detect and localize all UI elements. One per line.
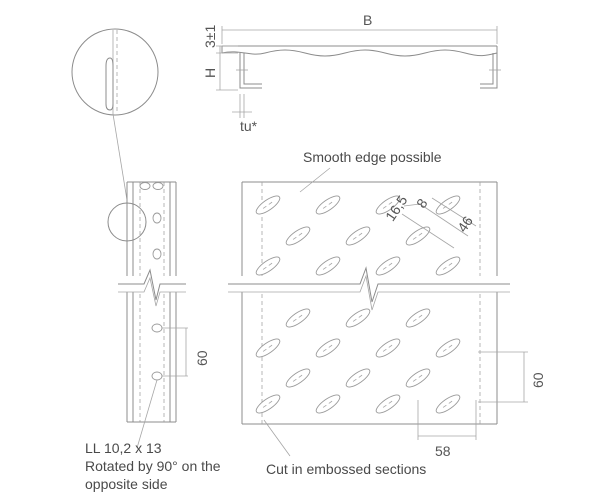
- smooth-edge-label: Smooth edge possible: [303, 149, 442, 165]
- embossed-slot: [352, 232, 364, 240]
- embossed-slot: [292, 374, 304, 382]
- embossed-boss: [405, 368, 431, 388]
- embossed-boss: [255, 195, 281, 215]
- embossed-boss: [435, 394, 461, 414]
- embossed-slot: [292, 232, 304, 240]
- embossed-pattern: [255, 195, 461, 414]
- slot-note-line1: LL 10,2 x 13: [85, 440, 162, 456]
- cross-section-profile: [216, 26, 501, 118]
- embossed-slot: [382, 344, 394, 352]
- side-view: [107, 181, 188, 449]
- embossed-slot: [262, 344, 274, 352]
- embossed-slot: [412, 314, 424, 322]
- embossed-boss: [435, 256, 461, 276]
- embossed-slot: [412, 232, 424, 240]
- embossed-boss: [315, 394, 341, 414]
- embossed-slot: [382, 262, 394, 270]
- embossed-boss: [315, 195, 341, 215]
- embossed-boss: [375, 394, 401, 414]
- embossed-boss: [345, 226, 371, 246]
- embossed-slot: [442, 344, 454, 352]
- slot-note-line3: opposite side: [85, 476, 168, 492]
- embossed-boss: [375, 338, 401, 358]
- embossed-slot: [442, 400, 454, 408]
- embossed-boss: [375, 195, 401, 215]
- embossed-slot: [442, 201, 454, 209]
- embossed-slot: [322, 262, 334, 270]
- embossed-boss: [345, 368, 371, 388]
- detail-leader-line: [112, 113, 128, 201]
- embossed-boss: [405, 226, 431, 246]
- embossed-boss: [315, 338, 341, 358]
- dimension-B: B: [363, 12, 373, 28]
- embossed-slot: [292, 314, 304, 322]
- embossed-boss: [435, 195, 461, 215]
- cut-embossed-label: Cut in embossed sections: [266, 461, 427, 477]
- embossed-slot: [412, 374, 424, 382]
- embossed-boss: [375, 256, 401, 276]
- embossed-slot: [322, 344, 334, 352]
- embossed-boss: [315, 256, 341, 276]
- embossed-slot: [352, 314, 364, 322]
- embossed-slot: [262, 201, 274, 209]
- embossed-slot: [322, 400, 334, 408]
- embossed-boss: [345, 308, 371, 328]
- embossed-boss: [405, 308, 431, 328]
- embossed-slot: [382, 400, 394, 408]
- dimension-tu: tu*: [240, 118, 258, 134]
- embossed-slot: [262, 262, 274, 270]
- dimension-H: H: [202, 67, 218, 78]
- embossed-boss: [255, 256, 281, 276]
- embossed-boss: [255, 394, 281, 414]
- slot-note-line2: Rotated by 90° on the: [85, 458, 221, 474]
- plan-view: [228, 167, 528, 457]
- dimension-tolerance: 3±1: [202, 24, 218, 48]
- embossed-boss: [285, 308, 311, 328]
- dimension-60-right: 60: [530, 372, 546, 388]
- embossed-slot: [382, 201, 394, 209]
- embossed-boss: [435, 338, 461, 358]
- embossed-boss: [255, 338, 281, 358]
- embossed-slot: [262, 400, 274, 408]
- embossed-boss: [285, 368, 311, 388]
- dimension-60-side: 60: [194, 350, 210, 366]
- embossed-slot: [352, 374, 364, 382]
- embossed-slot: [442, 262, 454, 270]
- dimension-58: 58: [435, 443, 451, 459]
- embossed-boss: [285, 226, 311, 246]
- detail-circle: [71, 28, 159, 116]
- embossed-slot: [322, 201, 334, 209]
